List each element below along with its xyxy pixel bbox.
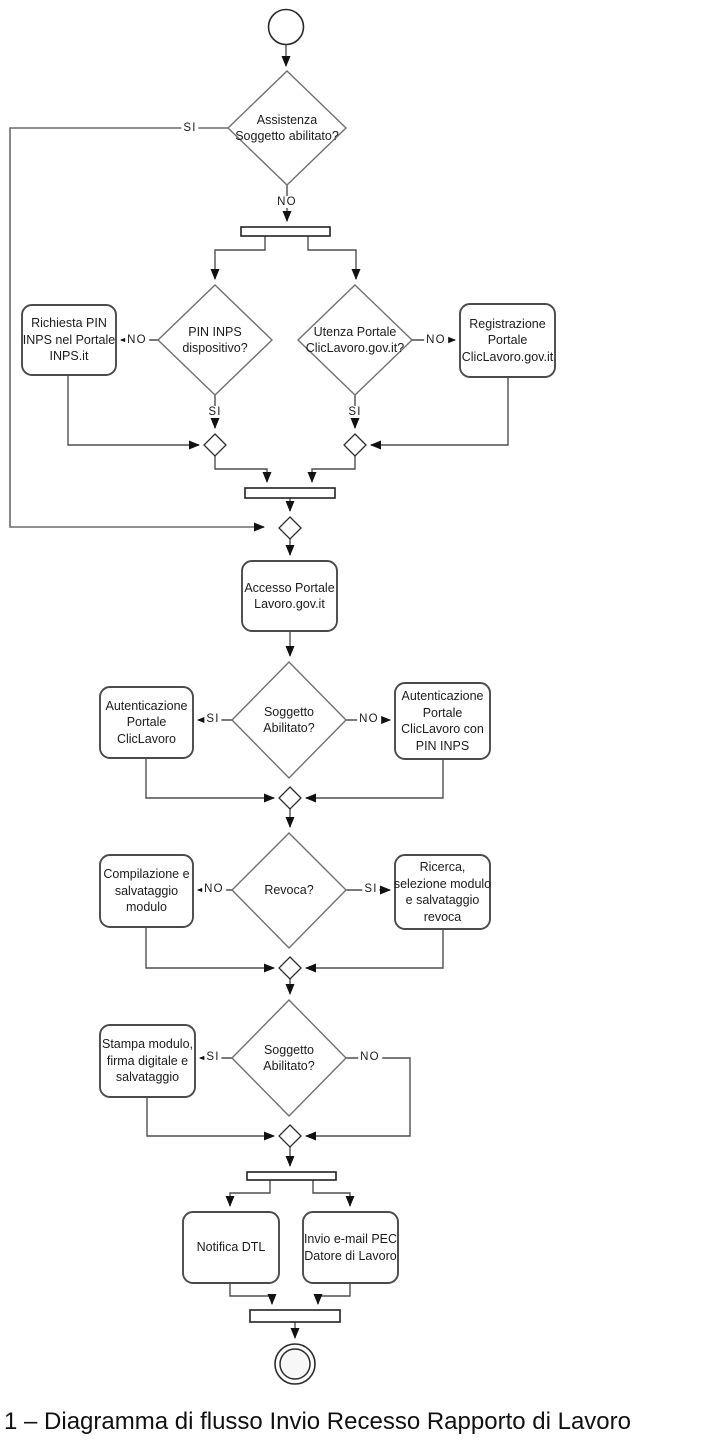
start-circle xyxy=(267,8,305,46)
merge-diamond-4 xyxy=(278,786,302,810)
edge-richiesta-to-merge1 xyxy=(67,375,200,450)
edge-fork2-to-notifica xyxy=(225,1180,271,1207)
label-pin-no: NO xyxy=(125,334,149,346)
edges xyxy=(9,45,509,1339)
join-bar-2 xyxy=(249,1309,341,1323)
edge-compilazione-to-merge5 xyxy=(145,927,275,973)
edge-fork2-to-inviopec xyxy=(312,1180,355,1207)
ricerca-box-shape xyxy=(394,854,491,930)
label-soggetto2-no: NO xyxy=(358,1051,382,1063)
label-utenza-no: NO xyxy=(424,334,448,346)
edge-authclic-to-merge4 xyxy=(145,758,275,803)
notifica-box-shape xyxy=(182,1211,280,1284)
edge-ricerca-to-merge5 xyxy=(305,929,444,973)
label-utenza-si: SI xyxy=(346,406,364,418)
edge-fork1-to-pin xyxy=(210,236,266,280)
edge-fork1-to-utenza xyxy=(307,236,361,280)
soggetto2-decision-shape xyxy=(231,999,347,1117)
label-revoca-no: NO xyxy=(202,883,226,895)
auth-cliclavoro-box-shape xyxy=(99,686,194,759)
end-circle-inner xyxy=(279,1348,311,1380)
label-assistenza-no: NO xyxy=(275,196,299,208)
figure-caption: 1 – Diagramma di flusso Invio Recesso Ra… xyxy=(4,1408,631,1435)
label-assistenza-si: SI xyxy=(181,122,199,134)
fork-bar-1 xyxy=(240,226,331,237)
edge-notifica-to-join2 xyxy=(229,1283,277,1305)
merge-diamond-5 xyxy=(278,956,302,980)
merge-diamond-2 xyxy=(343,433,367,457)
merge-diamond-1 xyxy=(203,433,227,457)
fork-bar-2 xyxy=(246,1171,337,1181)
auth-pininps-box-shape xyxy=(394,682,491,760)
label-soggetto1-no: NO xyxy=(357,713,381,725)
edge-merge2-to-join1 xyxy=(307,456,356,483)
assistenza-decision-shape xyxy=(226,70,348,186)
accesso-box-shape xyxy=(241,560,338,632)
richiesta-pin-box-shape xyxy=(21,304,117,376)
edge-assistenza-si-feedback xyxy=(9,127,265,532)
compilazione-box-shape xyxy=(99,854,194,928)
label-soggetto2-si: SI xyxy=(204,1051,222,1063)
label-revoca-si: SI xyxy=(362,883,380,895)
revoca-decision-shape xyxy=(231,832,347,949)
merge-diamond-6 xyxy=(278,1124,302,1148)
label-pin-si: SI xyxy=(206,406,224,418)
join-bar-1 xyxy=(244,487,336,499)
edge-stampa-to-merge6 xyxy=(146,1097,275,1141)
invio-pec-box-shape xyxy=(302,1211,399,1284)
pin-inps-decision-shape xyxy=(156,284,274,396)
label-soggetto1-si: SI xyxy=(204,713,222,725)
edge-authpin-to-merge4 xyxy=(305,759,444,803)
registrazione-box-shape xyxy=(459,303,556,378)
edge-registrazione-to-merge2 xyxy=(370,377,509,450)
merge-diamond-3 xyxy=(278,516,302,540)
edge-merge1-to-join1 xyxy=(214,456,272,483)
soggetto1-decision-shape xyxy=(231,661,347,779)
edge-inviopec-to-join2 xyxy=(313,1283,351,1305)
utenza-decision-shape xyxy=(296,284,414,396)
stampa-box-shape xyxy=(99,1024,196,1098)
